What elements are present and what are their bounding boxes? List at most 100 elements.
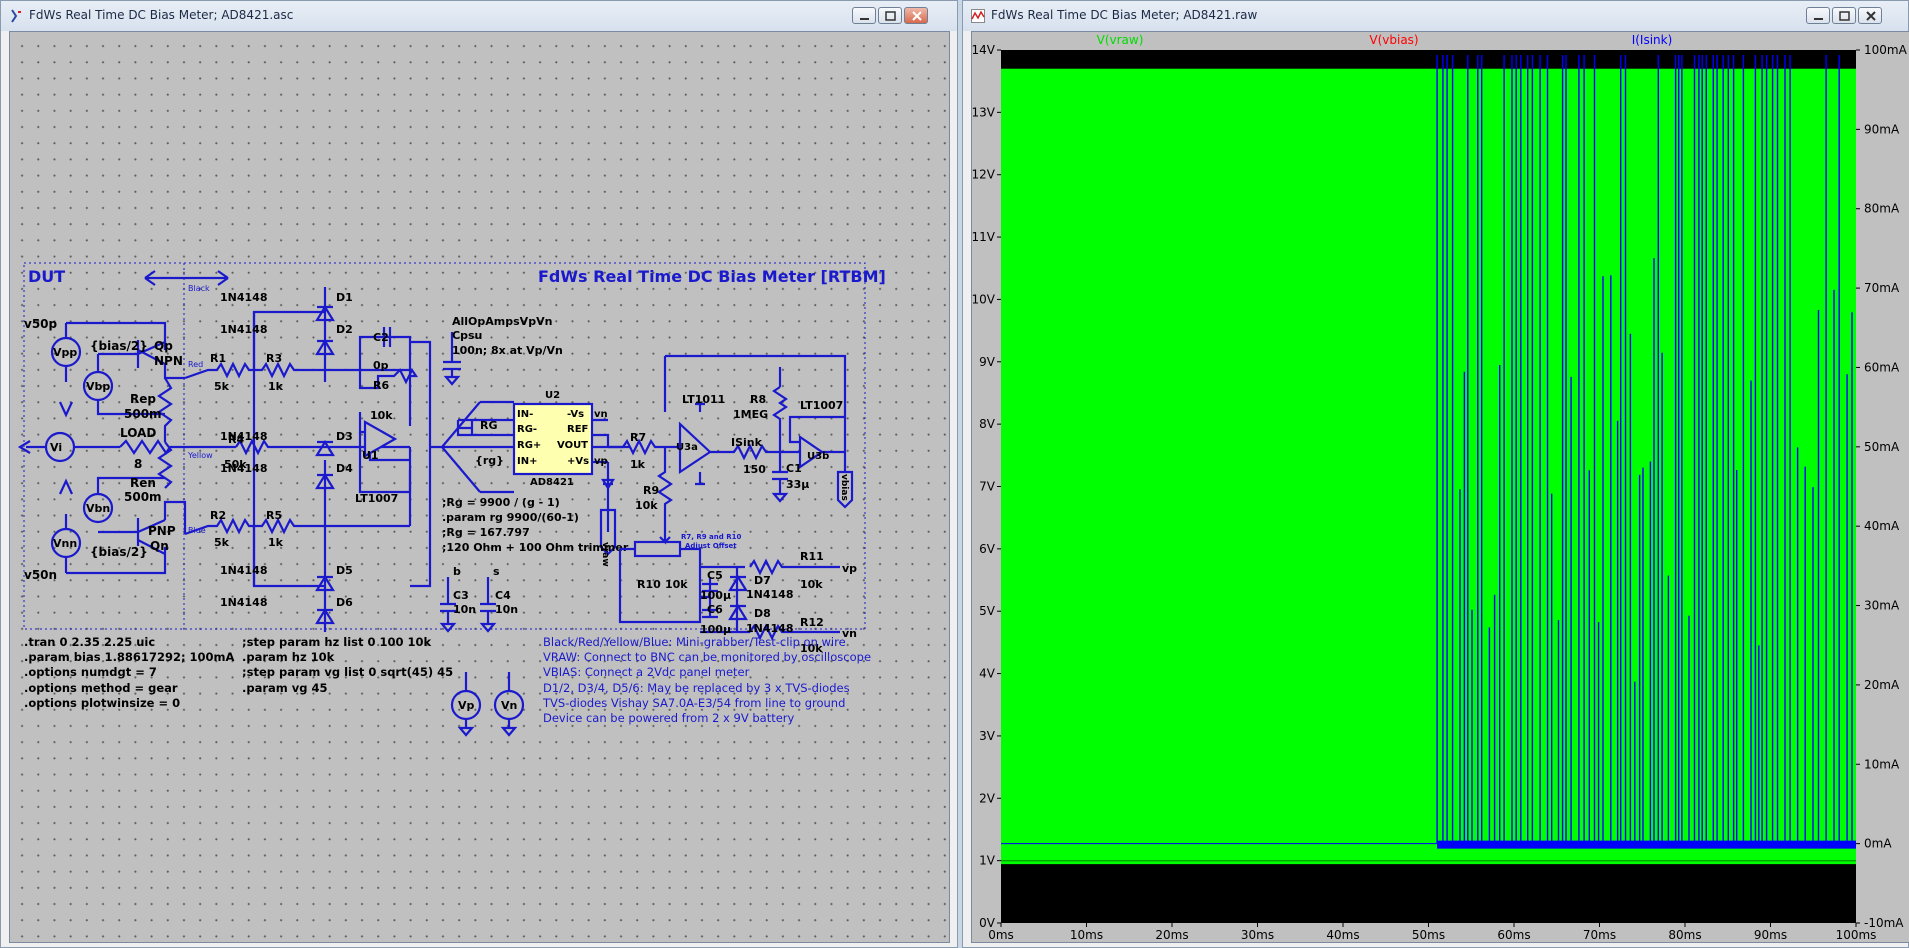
label-d6: D6 — [336, 596, 353, 609]
maximize-button[interactable] — [1832, 7, 1856, 24]
maximize-icon — [1839, 11, 1850, 21]
close-button[interactable] — [1858, 7, 1882, 24]
minimize-button[interactable] — [1806, 7, 1830, 24]
isink-baseline — [1437, 840, 1856, 849]
label-vbias: vbias — [839, 474, 849, 501]
label-vraw: vraw — [600, 542, 610, 567]
schematic-window: FdWs Real Time DC Bias Meter; AD8421.asc… — [0, 0, 958, 948]
label-rg-val: {rg} — [475, 454, 504, 467]
trace-label-vbias[interactable]: V(vbias) — [1369, 33, 1418, 47]
c3-c4-caps — [439, 577, 497, 633]
left-tick-label: 0V — [979, 916, 996, 930]
note-right-5: TVS-diodes Vishay SA7.0A-E3/54 from line… — [542, 696, 845, 710]
label-lt1007b: LT1007 — [800, 399, 843, 412]
right-tick-label: 90mA — [1864, 122, 1900, 136]
label-supply-vp: Vp — [458, 699, 475, 712]
label-c2-val: 0p — [373, 359, 389, 372]
right-tick-label: 40mA — [1864, 519, 1900, 533]
label-r4: R4 — [228, 433, 244, 446]
dut-circuit — [17, 321, 236, 575]
directive-left-5: .options plotwinsize = 0 — [24, 696, 180, 710]
label-vbn: Vbn — [86, 502, 110, 515]
label-d7-type: 1N4148 — [746, 588, 793, 601]
label-isink: ISink — [731, 436, 763, 449]
dut-label: DUT — [28, 267, 65, 286]
label-lt1011: LT1011 — [682, 393, 725, 406]
offset-network — [618, 532, 840, 641]
label-r3-val: 1k — [268, 380, 284, 393]
maximize-button[interactable] — [878, 7, 902, 24]
label-npn: NPN — [154, 354, 183, 368]
label-vpp: Vpp — [53, 346, 77, 359]
waveform-plot[interactable]: V(vraw) V(vbias) I(Isink) 14V13V12V11V10… — [972, 32, 1909, 943]
left-tick-label: 4V — [979, 667, 996, 681]
u2-block — [442, 400, 630, 494]
label-r8: R8 — [750, 393, 766, 406]
label-cpsu-note: AllOpAmpsVpVn — [452, 315, 552, 328]
schematic-canvas[interactable]: DUT FdWs Real Time DC Bias Meter [RTBM] … — [9, 31, 950, 943]
label-u1-type: LT1007 — [355, 492, 398, 505]
x-tick-label: 100ms — [1836, 928, 1877, 942]
pin-vout: VOUT — [557, 440, 588, 451]
pin-rg-minus: RG- — [517, 424, 537, 435]
label-d4: D4 — [336, 462, 353, 475]
label-d2: D2 — [336, 323, 353, 336]
trace-label-vraw[interactable]: V(vraw) — [1097, 33, 1144, 47]
directive-left-2: .param bias 1.88617292; 100mA — [24, 650, 235, 664]
label-rep-val: 500m — [124, 407, 162, 421]
right-tick-label: 10mA — [1864, 757, 1900, 771]
label-d1: D1 — [336, 291, 353, 304]
trace-label-isink[interactable]: I(Isink) — [1632, 33, 1673, 47]
right-tick-label: -10mA — [1864, 916, 1904, 930]
label-u3a: U3a — [676, 442, 698, 453]
diode-icons — [315, 287, 335, 625]
label-load: LOAD — [120, 426, 156, 440]
isink-trace — [1436, 55, 1853, 844]
pin-rg-plus: RG+ — [517, 440, 541, 451]
schematic-window-title: FdWs Real Time DC Bias Meter; AD8421.asc — [29, 8, 294, 22]
right-tick-label: 20mA — [1864, 678, 1900, 692]
label-supply-vn: Vn — [501, 699, 517, 712]
label-c3: C3 — [453, 589, 469, 602]
label-r2-val: 5k — [214, 536, 230, 549]
note-right-6: Device can be powered from 2 x 9V batter… — [543, 711, 795, 725]
label-c2: C2 — [373, 331, 389, 344]
label-r1: R1 — [210, 352, 226, 365]
pin-in-plus: IN+ — [517, 456, 537, 467]
label-r2: R2 — [210, 509, 226, 522]
label-rep: Rep — [130, 392, 156, 406]
waveform-icon — [971, 9, 985, 23]
label-r12-vn: vn — [842, 627, 857, 640]
label-r7-val: 1k — [630, 458, 646, 471]
label-d3-type: 1N4148 — [220, 430, 267, 443]
label-d8: D8 — [754, 607, 771, 620]
note-right-3: VBIAS: Connect a 2Vdc panel meter — [543, 665, 750, 679]
rtbm-title: FdWs Real Time DC Bias Meter [RTBM] — [538, 267, 886, 286]
close-button[interactable] — [904, 7, 928, 24]
label-u2-type: AD8421 — [530, 477, 574, 488]
label-qp: Qp — [154, 339, 173, 353]
label-r10-val: 10k — [665, 578, 688, 591]
label-r9-val: 10k — [635, 499, 658, 512]
label-rg: RG — [480, 419, 498, 432]
label-c4: C4 — [495, 589, 511, 602]
label-v50n: v50n — [24, 568, 57, 582]
x-tick-label: 50ms — [1412, 928, 1445, 942]
schematic-titlebar[interactable]: FdWs Real Time DC Bias Meter; AD8421.asc — [1, 1, 957, 31]
close-icon — [1866, 11, 1876, 21]
waveform-titlebar[interactable]: FdWs Real Time DC Bias Meter; AD8421.raw — [963, 1, 1908, 31]
minimize-button[interactable] — [852, 7, 876, 24]
label-c6-val: 100µ — [700, 623, 731, 636]
maximize-icon — [885, 11, 896, 21]
label-d3: D3 — [336, 430, 353, 443]
rg-note-1: ;Rg = 9900 / (g - 1) — [442, 496, 560, 509]
trim-note-1: R7, R9 and R10 — [681, 533, 741, 541]
label-d4-type: 1N4148 — [220, 462, 267, 475]
rg-note-3: ;Rg = 167.797 — [442, 526, 530, 539]
label-r7: R7 — [630, 431, 646, 444]
arrow-label-black: Black — [188, 284, 210, 293]
left-tick-label: 3V — [979, 729, 996, 743]
label-load-val: 8 — [134, 457, 142, 471]
directive-mid-1: ;step param hz list 0 100 10k — [242, 635, 432, 649]
